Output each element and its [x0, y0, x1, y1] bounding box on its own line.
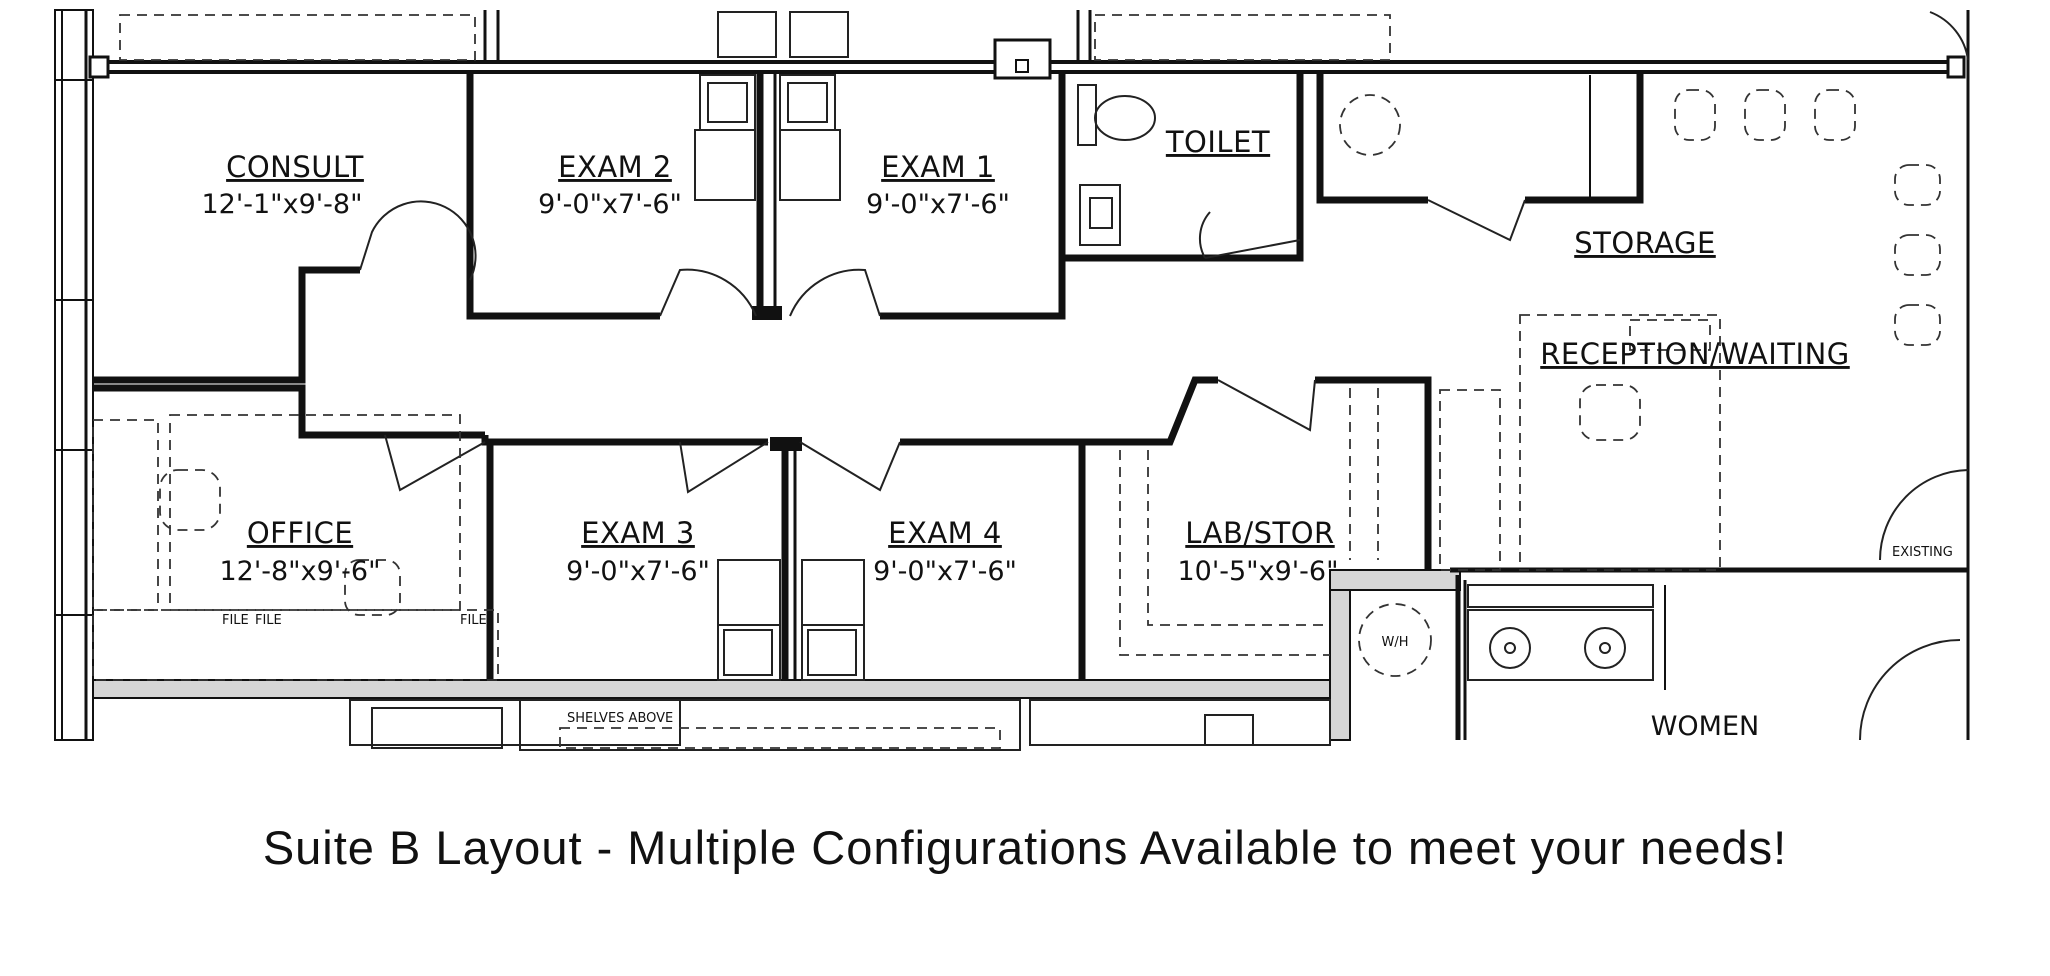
room-dims-exam-2: 9'-0"x7'-6" [538, 189, 682, 220]
room-name-lab-stor: LAB/STOR [1185, 516, 1334, 550]
room-dims-exam-4: 9'-0"x7'-6" [873, 556, 1017, 587]
room-dims-office: 12'-8"x9'-6" [219, 556, 380, 587]
room-dims-exam-1: 9'-0"x7'-6" [866, 189, 1010, 220]
room-labels: CONSULT 12'-1"x9'-8" EXAM 2 9'-0"x7'-6" … [201, 125, 1952, 742]
doors [359, 199, 1969, 741]
shelves-above-label: SHELVES ABOVE [567, 711, 673, 726]
existing-label: EXISTING [1892, 545, 1953, 560]
room-dims-consult: 12'-1"x9'-8" [201, 189, 362, 220]
room-name-women: WOMEN [1651, 711, 1760, 742]
room-name-exam-4: EXAM 4 [888, 516, 1002, 550]
file-label-3: FILE [460, 613, 487, 628]
room-dims-lab-stor: 10'-5"x9'-6" [1177, 556, 1338, 587]
room-name-consult: CONSULT [226, 150, 364, 184]
caption: Suite B Layout - Multiple Configurations… [262, 821, 1788, 874]
fixtures [92, 74, 1941, 751]
room-name-reception-waiting: RECEPTION/WAITING [1540, 337, 1850, 371]
file-label-2: FILE [255, 613, 282, 628]
water-heater-label: W/H [1381, 635, 1408, 650]
room-name-exam-3: EXAM 3 [581, 516, 695, 550]
floor-plan: CONSULT 12'-1"x9'-8" EXAM 2 9'-0"x7'-6" … [54, 9, 1970, 751]
room-name-storage: STORAGE [1574, 226, 1716, 260]
exterior-left-wall [54, 9, 94, 741]
file-label-1: FILE [222, 613, 249, 628]
room-name-exam-1: EXAM 1 [881, 150, 995, 184]
room-name-toilet: TOILET [1165, 125, 1270, 159]
room-name-office: OFFICE [247, 516, 353, 550]
top-exterior-wall [88, 10, 1970, 740]
room-name-exam-2: EXAM 2 [558, 150, 672, 184]
interior-walls [92, 72, 1968, 741]
room-dims-exam-3: 9'-0"x7'-6" [566, 556, 710, 587]
